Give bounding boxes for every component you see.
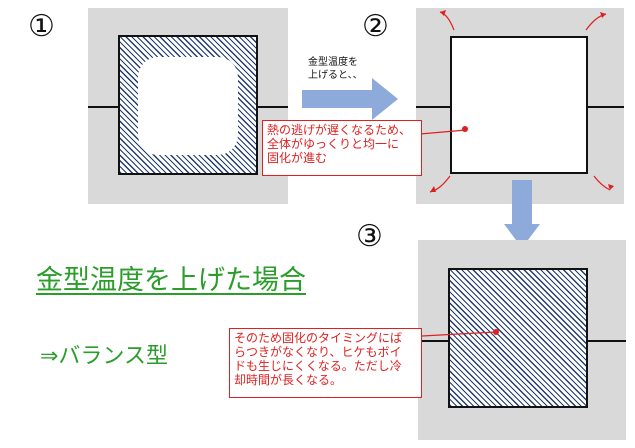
right-arrow bbox=[302, 78, 398, 120]
step-2-label: ② bbox=[362, 9, 389, 44]
panel-1-wire-left bbox=[88, 106, 120, 108]
panel-2-wire-left bbox=[416, 106, 452, 108]
heat-arrow-bottom-right bbox=[593, 175, 611, 191]
panel-1-wire-right bbox=[256, 106, 288, 108]
callout-2-marker bbox=[493, 329, 499, 335]
title: 金型温度を上げた場合 bbox=[36, 258, 306, 297]
arrow-note: 金型温度を 上げると、、 bbox=[308, 57, 363, 81]
step-1-label: ① bbox=[28, 9, 55, 44]
step-3-label: ③ bbox=[356, 219, 383, 254]
down-arrow bbox=[504, 180, 540, 248]
panel-3-wire-right bbox=[586, 340, 626, 342]
heat-flow-arrows bbox=[429, 10, 614, 193]
callout-2-pointer bbox=[422, 331, 497, 337]
callout-1-marker bbox=[462, 126, 468, 132]
panel-3-wire-left bbox=[418, 340, 450, 342]
panel-2-mold-filled bbox=[450, 36, 588, 174]
callout-2: そのため固化のタイミングにば らつきがなくなり、ヒケもボイ ドも生じにくくなる。… bbox=[229, 328, 422, 398]
heat-arrow-top-left bbox=[439, 11, 455, 31]
title-text: 金型温度を上げた場合 bbox=[36, 265, 306, 296]
panel-1-unsolidified-core bbox=[138, 57, 238, 155]
callout-1-pointer bbox=[420, 129, 467, 135]
panel-2-wire-right bbox=[586, 106, 624, 108]
callout-1: 熱の逃げが遅くなるため、 全体がゆっくりと均一に 固化が進む bbox=[262, 120, 422, 176]
subtitle: ⇒バランス型 bbox=[40, 344, 168, 369]
panel-3-mold-fully-solidified bbox=[448, 268, 588, 408]
